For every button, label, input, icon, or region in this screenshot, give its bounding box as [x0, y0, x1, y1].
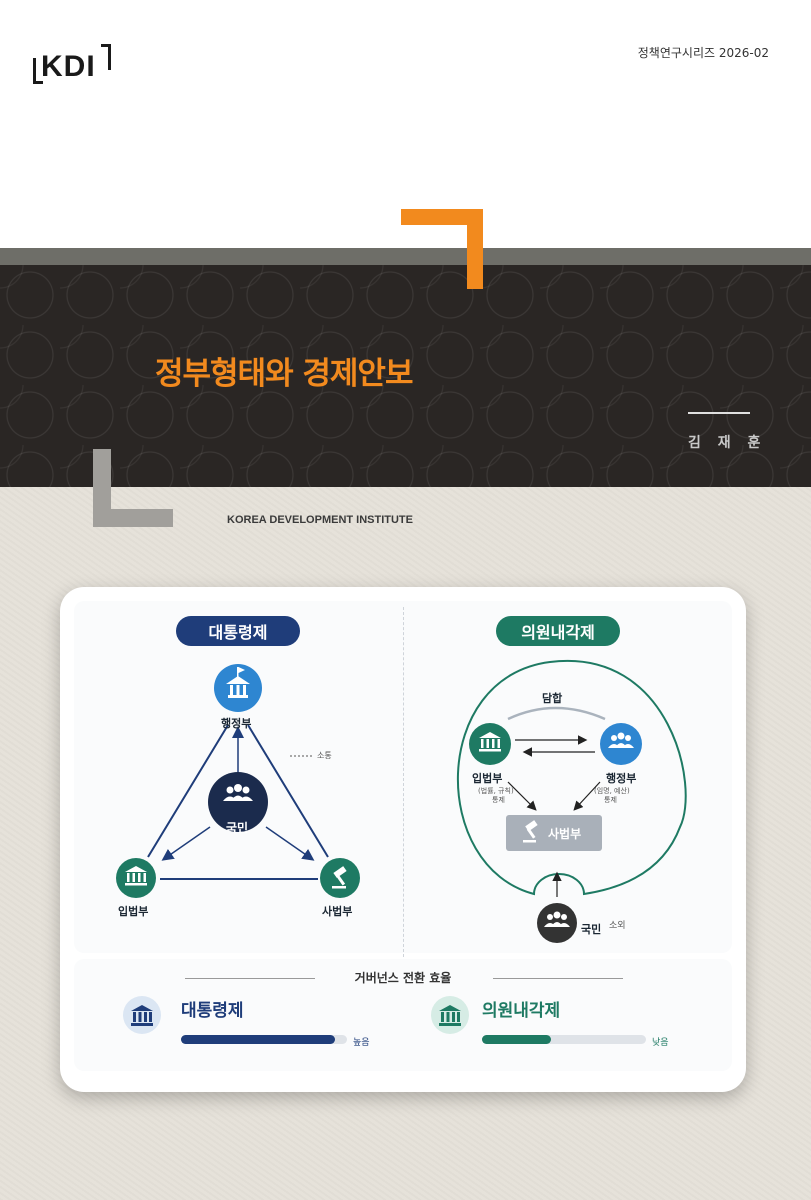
- efficiency-rule-left: [185, 978, 315, 979]
- logo-bracket-left: [33, 58, 43, 84]
- efficiency-section: 거버넌스 전환 효율 대통령제 높음 의원내각제 낮음: [78, 963, 728, 1073]
- executive-label: 행정부: [221, 717, 252, 730]
- presidential-efficiency-track: [181, 1035, 347, 1044]
- efficiency-title: 거버넌스 전환 효율: [354, 971, 452, 985]
- parl-legislature-node: [469, 723, 511, 765]
- arrow-people-jud: [265, 826, 315, 861]
- legislature-label: 입법부: [118, 905, 149, 918]
- orange-corner-vertical: [467, 209, 483, 289]
- parliamentary-efficiency-level: 낮음: [652, 1038, 669, 1048]
- panel-divider: [403, 607, 404, 957]
- presidential-title: 대통령제: [176, 616, 300, 646]
- people-icon: [223, 784, 253, 801]
- parl-judiciary-label: 사법부: [548, 827, 582, 841]
- parl-people-label: 국민: [581, 923, 602, 936]
- efficiency-rule-right: [493, 978, 623, 979]
- legislature-node: [116, 858, 156, 898]
- arrow-people-leg: [161, 826, 211, 861]
- collusion-label: 담합: [542, 692, 563, 705]
- parliamentary-diagram: [456, 659, 687, 943]
- arrow-exec-jud: [573, 781, 601, 811]
- pattern-band-overlay: [0, 265, 811, 487]
- logo-bracket-right: [101, 44, 111, 70]
- parliamentary-efficiency-name: 의원내각제: [482, 1001, 561, 1021]
- government-building-icon: [226, 667, 250, 698]
- institute-name: KOREA DEVELOPMENT INSTITUTE: [227, 514, 413, 526]
- parliamentary-efficiency-bar: [482, 1035, 551, 1044]
- book-title: 정부형태와 경제안보: [155, 356, 413, 392]
- parl-legislature-label: 입법부: [472, 772, 503, 785]
- gavel-icon: [332, 866, 347, 889]
- kdi-logo: KDI: [33, 44, 113, 86]
- people-node: [208, 772, 268, 832]
- series-number: 정책연구시리즈 2026-02: [637, 46, 769, 60]
- presidential-efficiency-name: 대통령제: [181, 1001, 244, 1021]
- pattern-band: [0, 265, 811, 487]
- parl-legislature-icon: [479, 732, 501, 752]
- gray-corner-vertical: [93, 449, 111, 527]
- parliamentary-efficiency-track: [482, 1035, 646, 1044]
- executive-note-1: (임명, 예산): [594, 787, 630, 795]
- parl-citizens-icon: [544, 911, 570, 927]
- parl-gavel-icon: [523, 820, 538, 843]
- parl-people-note: 소외: [609, 921, 626, 931]
- legend-communication: 소통: [317, 751, 332, 760]
- edge-exec-leg: [147, 724, 229, 858]
- parliamentary-efficiency-icon: [431, 996, 469, 1034]
- efficiency-panel: [74, 959, 732, 1071]
- gray-stripe: [0, 248, 811, 265]
- legislature-note-2: 통제: [492, 796, 505, 804]
- author-name: 김 재 훈: [688, 435, 767, 451]
- cover-top: [0, 0, 811, 248]
- presidential-diagram: [116, 664, 360, 898]
- legislature-note-1: (법률, 규칙): [478, 787, 514, 795]
- edge-exec-jud: [247, 724, 329, 858]
- parliament-enclosure: [456, 659, 687, 896]
- collusion-arc: [507, 706, 606, 721]
- illustration-card: 대통령제: [60, 587, 746, 1092]
- legislature-building-icon: [125, 866, 147, 886]
- presidential-efficiency-icon: [123, 996, 161, 1034]
- judiciary-label: 사법부: [322, 905, 353, 918]
- author-rule: [688, 412, 750, 414]
- parl-people-icon: [608, 732, 634, 748]
- logo-text: KDI: [41, 50, 96, 83]
- presidential-efficiency-bar: [181, 1035, 336, 1044]
- gray-corner-horizontal: [93, 509, 173, 527]
- executive-note-2: 통제: [604, 796, 617, 804]
- people-label: 국민: [226, 821, 249, 835]
- parliamentary-title: 의원내각제: [496, 616, 620, 646]
- parl-executive-label: 행정부: [606, 772, 637, 785]
- arrow-leg-jud: [507, 781, 537, 811]
- presidential-efficiency-level: 높음: [353, 1038, 370, 1048]
- orange-corner-horizontal: [401, 209, 483, 225]
